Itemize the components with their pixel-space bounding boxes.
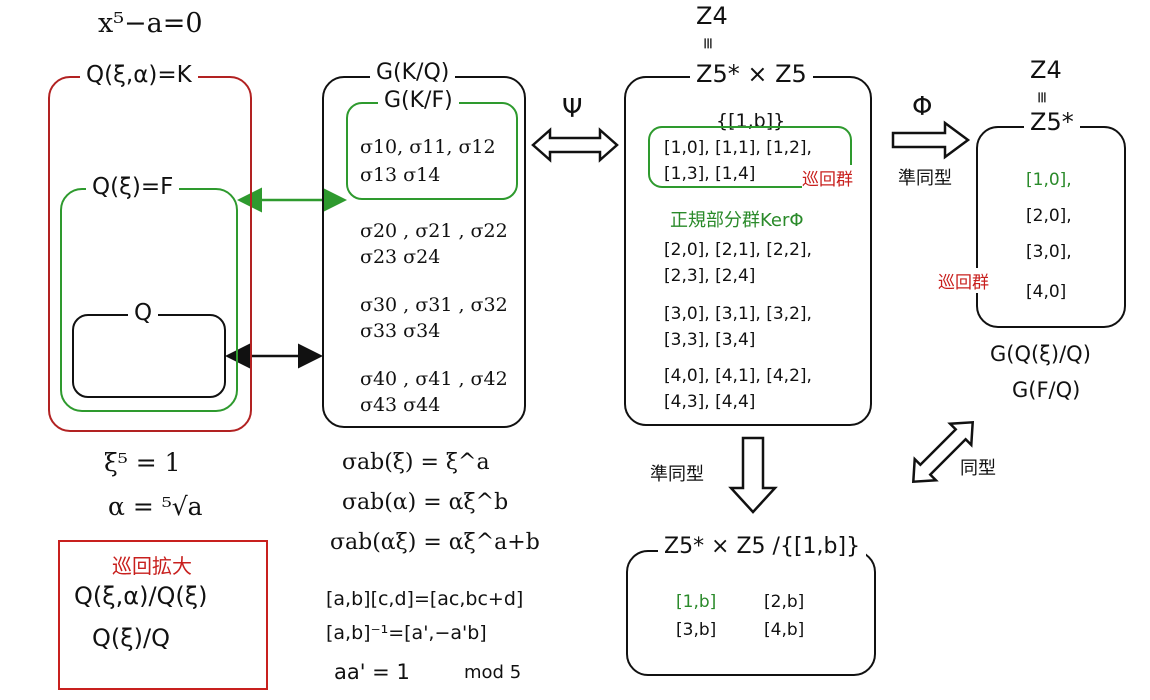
psi-double-arrow <box>531 127 619 163</box>
sigma-row3-line1: σ30 , σ31 , σ32 <box>360 294 508 316</box>
sigma-row2-line1: σ20 , σ21 , σ22 <box>360 220 508 242</box>
xi-fifth-power: ξ⁵ = 1 <box>104 448 181 477</box>
sigma-row1-line2: σ13 σ14 <box>360 164 441 186</box>
z5-item-1: [1,0], <box>1026 170 1072 190</box>
sigma-row1-line1: σ10, σ11, σ12 <box>360 136 496 158</box>
phi-arrow <box>891 120 971 160</box>
kernel-cyclic-label: 巡回群 <box>802 165 853 190</box>
homomorphism-down-arrow <box>728 436 778 514</box>
cyclic-extension-line1: Q(ξ,α)/Q(ξ) <box>74 582 208 610</box>
sigma-row4-line1: σ40 , σ41 , σ42 <box>360 368 508 390</box>
galois-fq-label: G(F/Q) <box>1012 378 1081 402</box>
quotient-item-4b: [4,b] <box>764 620 805 640</box>
galois-quotient-label: G(Q(ξ)/Q) <box>990 342 1091 366</box>
sigma-action-alpha: σab(α) = αξ^b <box>342 490 509 515</box>
isomorphism-diagonal-arrow <box>911 420 975 484</box>
coset3-row2: [3,3], [3,4] <box>664 330 756 350</box>
quotient-group-box <box>626 550 876 676</box>
z5-item-4: [4,0] <box>1026 282 1067 302</box>
field-f-label: Q(ξ)=F <box>86 174 180 200</box>
phi-label: Φ <box>912 92 933 122</box>
isomorphism-label: 同型 <box>960 458 996 479</box>
cyclic-extension-line2: Q(ξ)/Q <box>92 624 170 652</box>
sigma-row4-line2: σ43 σ44 <box>360 394 441 416</box>
sigma-row2-line2: σ23 σ24 <box>360 246 441 268</box>
kernel-box <box>648 126 852 188</box>
z4-equiv-symbol: ≡ <box>699 36 719 51</box>
inverse-rule: [a,b]⁻¹=[a',−a'b] <box>326 622 487 644</box>
multiplication-rule: [a,b][c,d]=[ac,bc+d] <box>326 588 524 610</box>
field-q-label: Q <box>128 300 159 326</box>
cyclic-extension-box <box>58 540 268 690</box>
galois-group-label: G(K/Q) <box>370 60 456 85</box>
kernel-row1: [1,0], [1,1], [1,2], <box>664 138 812 158</box>
z5-cyclic-label: 巡回群 <box>938 268 989 293</box>
coset2-row2: [2,3], [2,4] <box>664 266 756 286</box>
coset4-row1: [4,0], [4,1], [4,2], <box>664 366 812 386</box>
normal-subgroup-label: 正規部分群KerΦ <box>670 210 804 231</box>
homomorphism-right-label: 準同型 <box>898 168 952 189</box>
alpha-root: α = ⁵√a <box>108 492 203 521</box>
field-q-box <box>72 314 226 398</box>
coset3-row1: [3,0], [3,1], [3,2], <box>664 304 812 324</box>
sigma-row3-line2: σ33 σ34 <box>360 320 441 342</box>
sigma-action-xi: σab(ξ) = ξ^a <box>342 450 490 475</box>
quotient-item-3b: [3,b] <box>676 620 717 640</box>
z5-star-label: Z5* <box>1024 108 1080 136</box>
z4-top-label: Z4 <box>696 2 728 30</box>
psi-label: Ψ <box>562 94 583 124</box>
quotient-item-2b: [2,b] <box>764 592 805 612</box>
kernel-row2: [1,3], [1,4] <box>664 164 756 184</box>
sigma-action-alpha-xi: σab(αξ) = αξ^a+b <box>330 530 540 555</box>
mod-label: mod 5 <box>464 662 522 683</box>
coset4-row2: [4,3], [4,4] <box>664 392 756 412</box>
mod-rule: aa' = 1 <box>334 660 410 684</box>
right-equiv-symbol: ≡ <box>1033 90 1053 105</box>
quotient-item-1b: [1,b] <box>676 592 717 612</box>
equation-title: x⁵−a=0 <box>98 8 203 39</box>
field-k-label: Q(ξ,α)=K <box>80 62 198 88</box>
cyclic-extension-title: 巡回拡大 <box>112 554 192 578</box>
semidirect-product-label: Z5* × Z5 <box>690 60 813 88</box>
right-z4-label: Z4 <box>1030 56 1062 84</box>
homomorphism-down-label: 準同型 <box>650 464 704 485</box>
coset2-row1: [2,0], [2,1], [2,2], <box>664 240 812 260</box>
quotient-group-label: Z5* × Z5 /{[1,b]} <box>658 534 867 559</box>
z5-item-3: [3,0], <box>1026 242 1072 262</box>
galois-subgroup-label: G(K/F) <box>378 88 459 113</box>
z5-item-2: [2,0], <box>1026 206 1072 226</box>
